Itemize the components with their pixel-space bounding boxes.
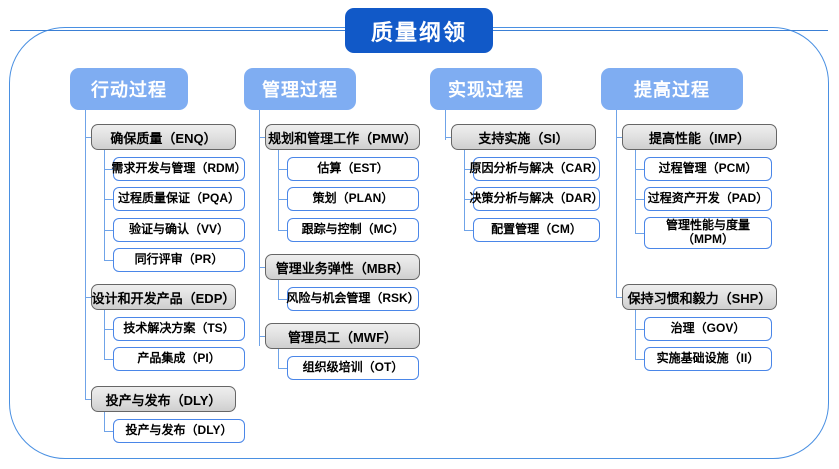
spine-col-2 bbox=[445, 110, 446, 140]
group-box-edp[interactable]: 设计和开发产品（EDP） bbox=[91, 284, 236, 310]
column-header-1[interactable]: 管理过程 bbox=[244, 68, 356, 110]
stub-shp-0 bbox=[635, 329, 645, 330]
leaf-ts[interactable]: 技术解决方案（TS） bbox=[113, 317, 245, 341]
subspine-si bbox=[464, 150, 465, 230]
subspine-mwf bbox=[278, 349, 279, 369]
leaf-cm[interactable]: 配置管理（CM） bbox=[473, 218, 600, 242]
stub-imp-0 bbox=[635, 169, 645, 170]
stub-pmw-0 bbox=[278, 169, 288, 170]
stub-si-0 bbox=[464, 169, 474, 170]
leaf-pqa[interactable]: 过程质量保证（PQA） bbox=[113, 187, 245, 211]
leaf-ot[interactable]: 组织级培训（OT） bbox=[287, 356, 419, 380]
group-box-si[interactable]: 支持实施（SI） bbox=[451, 124, 596, 150]
diagram-title: 质量纲领 bbox=[345, 8, 493, 53]
column-header-0[interactable]: 行动过程 bbox=[70, 68, 188, 110]
group-box-enq[interactable]: 确保质量（ENQ） bbox=[91, 124, 236, 150]
group-box-imp[interactable]: 提高性能（IMP） bbox=[622, 124, 777, 150]
leaf-rsk[interactable]: 风险与机会管理（RSK） bbox=[286, 287, 420, 311]
leaf-plan[interactable]: 策划（PLAN） bbox=[287, 187, 419, 211]
stub-g31 bbox=[616, 297, 623, 298]
stub-g11 bbox=[259, 267, 266, 268]
leaf-pad[interactable]: 过程资产开发（PAD） bbox=[644, 187, 772, 211]
stub-g02 bbox=[85, 399, 92, 400]
stub-g20 bbox=[445, 137, 452, 138]
leaf-mc[interactable]: 跟踪与控制（MC） bbox=[287, 218, 419, 242]
group-box-dly[interactable]: 投产与发布（DLY） bbox=[91, 386, 236, 412]
leaf-rdm[interactable]: 需求开发与管理（RDM） bbox=[111, 157, 247, 181]
leaf-car[interactable]: 原因分析与解决（CAR） bbox=[470, 157, 604, 181]
stub-dly-0 bbox=[104, 431, 114, 432]
stub-enq-2 bbox=[104, 230, 114, 231]
stub-edp-0 bbox=[104, 329, 114, 330]
leaf-est[interactable]: 估算（EST） bbox=[287, 157, 419, 181]
group-box-pmw[interactable]: 规划和管理工作（PMW） bbox=[265, 124, 420, 150]
leaf-dar[interactable]: 决策分析与解决（DAR） bbox=[470, 187, 604, 211]
stub-enq-1 bbox=[104, 199, 114, 200]
leaf-mpm[interactable]: 管理性能与度量（MPM） bbox=[644, 217, 772, 249]
stub-g12 bbox=[259, 336, 266, 337]
stub-shp-1 bbox=[635, 359, 645, 360]
leaf-dly[interactable]: 投产与发布（DLY） bbox=[113, 419, 245, 443]
stub-imp-2 bbox=[635, 233, 645, 234]
stub-mbr-0 bbox=[278, 299, 288, 300]
stub-enq-3 bbox=[104, 260, 114, 261]
stub-pmw-2 bbox=[278, 230, 288, 231]
subspine-mbr bbox=[278, 280, 279, 300]
subspine-enq bbox=[104, 150, 105, 260]
stub-pmw-1 bbox=[278, 199, 288, 200]
spine-col-1 bbox=[259, 110, 260, 346]
subspine-shp bbox=[635, 310, 636, 360]
leaf-gov[interactable]: 治理（GOV） bbox=[644, 317, 772, 341]
leaf-pcm[interactable]: 过程管理（PCM） bbox=[644, 157, 772, 181]
stub-g10 bbox=[259, 137, 266, 138]
group-box-shp[interactable]: 保持习惯和毅力（SHP） bbox=[622, 284, 777, 310]
stub-imp-1 bbox=[635, 199, 645, 200]
spine-col-0 bbox=[85, 110, 86, 400]
stub-edp-1 bbox=[104, 359, 114, 360]
subspine-edp bbox=[104, 310, 105, 360]
column-header-3[interactable]: 提高过程 bbox=[601, 68, 743, 110]
leaf-pi[interactable]: 产品集成（PI） bbox=[113, 347, 245, 371]
stub-si-1 bbox=[464, 199, 474, 200]
column-header-2[interactable]: 实现过程 bbox=[430, 68, 542, 110]
subspine-dly bbox=[104, 412, 105, 432]
leaf-pr[interactable]: 同行评审（PR） bbox=[113, 248, 245, 272]
stub-mwf-0 bbox=[278, 368, 288, 369]
spine-col-3 bbox=[616, 110, 617, 298]
leaf-ii[interactable]: 实施基础设施（II） bbox=[644, 347, 772, 371]
leaf-vv[interactable]: 验证与确认（VV） bbox=[113, 218, 245, 242]
stub-g01 bbox=[85, 297, 92, 298]
group-box-mbr[interactable]: 管理业务弹性（MBR） bbox=[265, 254, 420, 280]
stub-g00 bbox=[85, 137, 92, 138]
stub-si-2 bbox=[464, 230, 474, 231]
subspine-imp bbox=[635, 150, 636, 234]
stub-g30 bbox=[616, 137, 623, 138]
group-box-mwf[interactable]: 管理员工（MWF） bbox=[265, 323, 420, 349]
subspine-pmw bbox=[278, 150, 279, 230]
stub-enq-0 bbox=[104, 169, 114, 170]
